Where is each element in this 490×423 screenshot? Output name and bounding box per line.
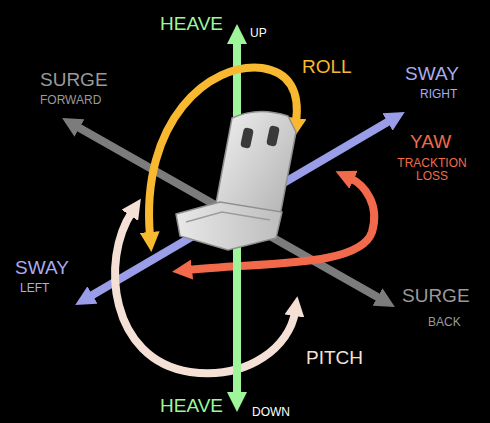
label-holder: DOWN (252, 406, 290, 419)
label-holder: YAW (410, 132, 451, 153)
label-holder: FORWARD (40, 94, 101, 107)
direction-label: BACK (428, 316, 461, 329)
label-holder: BACK (428, 316, 461, 329)
axis-name: YAW (410, 132, 451, 153)
label-holder: SURGE (402, 286, 470, 307)
label-holder: LEFT (20, 282, 49, 295)
direction-label: FORWARD (40, 94, 101, 107)
label-holder: HEAVE (160, 396, 223, 417)
axis-name: HEAVE (160, 14, 223, 35)
axis-name: PITCH (306, 348, 363, 369)
direction-label: UP (250, 27, 267, 40)
direction-label: DOWN (252, 406, 290, 419)
label-holder: HEAVE (160, 14, 223, 35)
label-holder: ROLL (302, 57, 352, 78)
label-holder: SWAY (405, 64, 459, 85)
axis-name: SURGE (40, 70, 108, 91)
axis-name: SWAY (405, 64, 459, 85)
label-holder: TRACKTION LOSS (392, 157, 472, 183)
axis-name: ROLL (302, 57, 352, 78)
axis-name: SWAY (15, 258, 69, 279)
racing-seat (176, 111, 296, 250)
label-holder: PITCH (306, 348, 363, 369)
direction-label: TRACKTION LOSS (392, 157, 472, 183)
axis-name: SURGE (402, 286, 470, 307)
direction-label: LEFT (20, 282, 49, 295)
axis-name: HEAVE (160, 396, 223, 417)
label-holder: RIGHT (420, 88, 457, 101)
label-holder: SURGE (40, 70, 108, 91)
label-holder: UP (250, 27, 267, 40)
direction-label: RIGHT (420, 88, 457, 101)
label-holder: SWAY (15, 258, 69, 279)
